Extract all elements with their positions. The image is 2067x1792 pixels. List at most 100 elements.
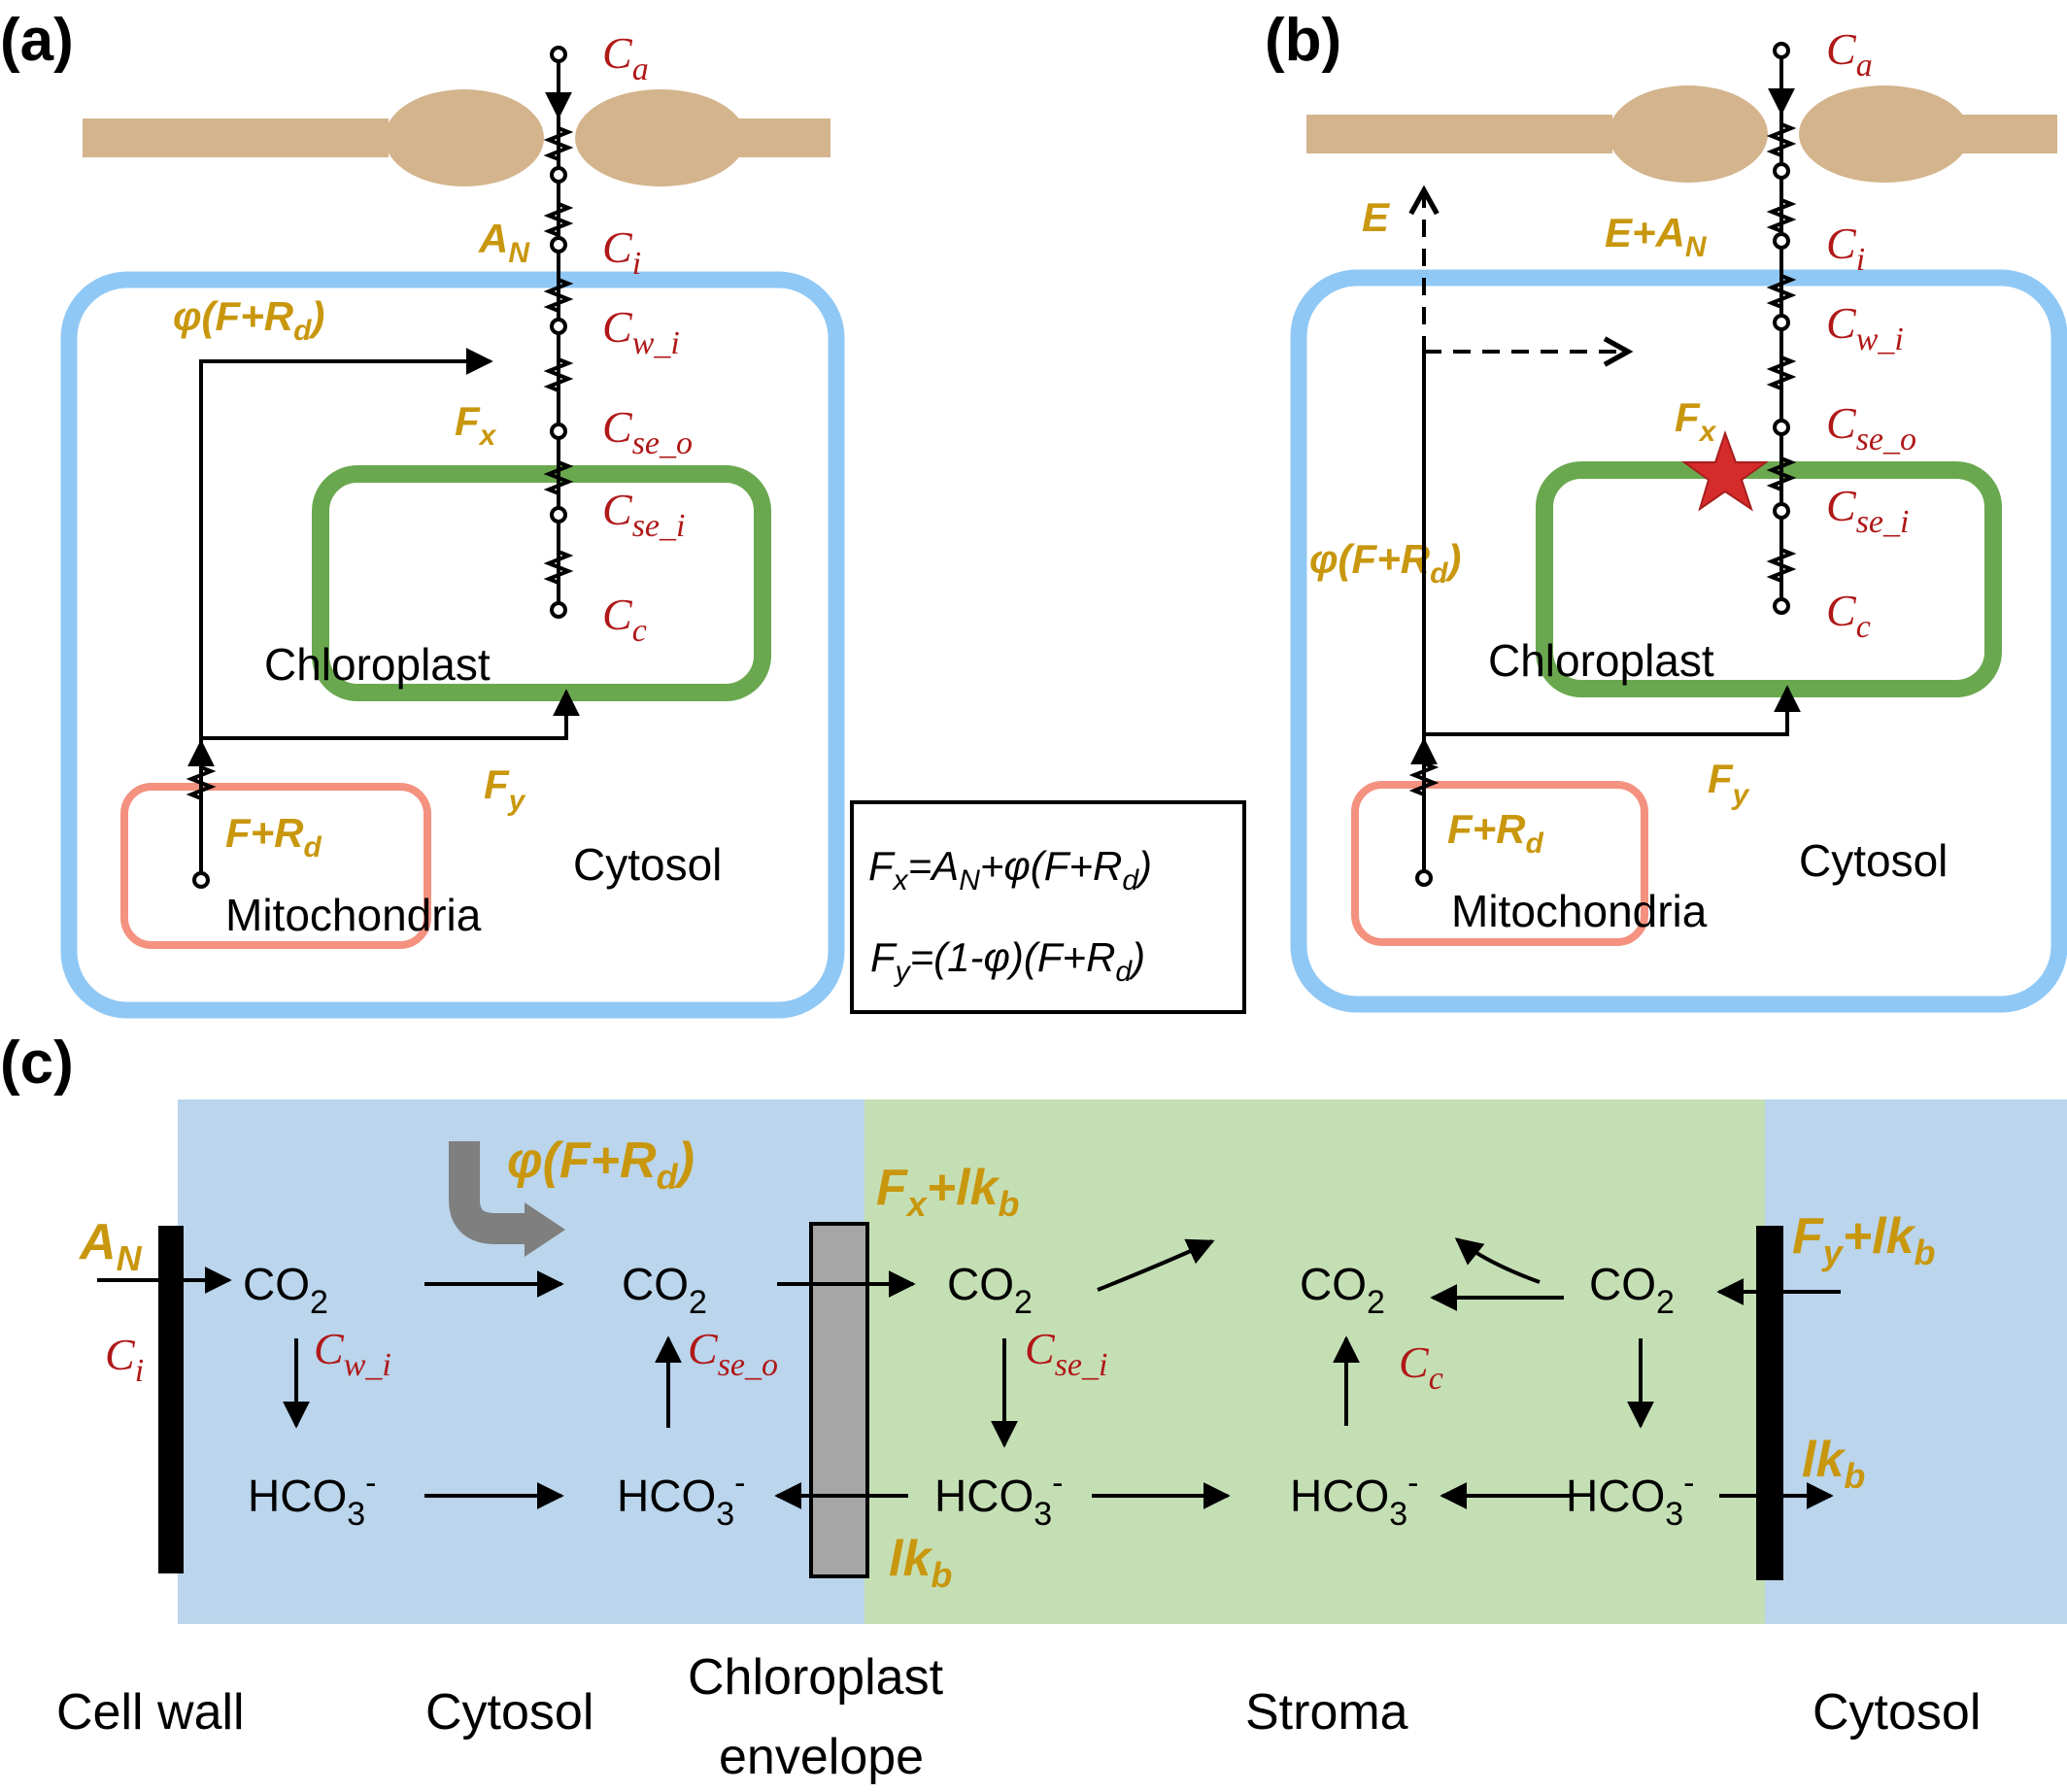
bottom-label-cell-wall: Cell wall [56, 1684, 245, 1741]
epidermis-left [83, 118, 389, 157]
co2-3: CO2 [947, 1259, 1033, 1321]
c-label-cc: Cc [1399, 1337, 1443, 1397]
node-ca-b [1773, 42, 1790, 59]
node-ca-a [550, 46, 567, 63]
grey-arrowhead [525, 1202, 565, 1257]
label-mitochondria-a: Mitochondria [225, 890, 482, 940]
co2-1: CO2 [243, 1259, 328, 1321]
label-fx-a: Fx [455, 398, 497, 452]
panel-b-label: (b) [1265, 7, 1341, 74]
mito-pathway-a [186, 348, 580, 874]
node-cseo-b [1773, 419, 1790, 436]
node-b-1 [1773, 162, 1790, 180]
c-label-phi: φ(F+Rd) [507, 1133, 695, 1197]
panel-a: (a) [0, 7, 845, 1019]
nodes-a [550, 46, 567, 619]
equation-box: Fx=AN+φ(F+Rd) Fy=(1-φ)(F+Rd) [850, 800, 1246, 1014]
cell-wall-bar [158, 1226, 184, 1573]
co2-2: CO2 [622, 1259, 707, 1321]
stroma-band [864, 1099, 1765, 1624]
guard-cell-right [575, 89, 746, 186]
hco3-3: HCO3- [934, 1465, 1063, 1533]
co2-4: CO2 [1300, 1259, 1385, 1321]
panel-c: (c) CO2 CO2 CO2 CO2 CO2 HCO3- HCO3- HCO3… [0, 1030, 2067, 1785]
node-cwi-b [1773, 314, 1790, 331]
node-mito-b [1415, 869, 1433, 887]
panel-b: (b) Ca Ci [1265, 7, 2067, 1013]
label-mitochondria-b: Mitochondria [1451, 886, 1708, 936]
bottom-label-cytosol-right: Cytosol [1813, 1684, 1981, 1741]
stomata-b [1306, 85, 2057, 183]
c-label-fy-lk: Fy+lkb [1792, 1208, 1936, 1272]
co2-5: CO2 [1589, 1259, 1675, 1321]
label-csei-b: Cse_i [1826, 481, 1909, 540]
star-icon [1680, 429, 1770, 512]
node-a-1 [550, 166, 567, 184]
bottom-label-envelope-2: envelope [719, 1729, 924, 1785]
panel-c-label: (c) [0, 1030, 74, 1097]
cytosol-band-right [1765, 1099, 2067, 1624]
label-cytosol-a: Cytosol [573, 839, 722, 890]
label-ca-b: Ca [1826, 24, 1873, 84]
c-label-cwi: Cw_i [314, 1324, 391, 1383]
epidermis-right-b [1960, 115, 2057, 153]
bottom-label-envelope-1: Chloroplast [688, 1649, 944, 1706]
c-label-csei: Cse_i [1025, 1324, 1107, 1383]
hco3-1: HCO3- [248, 1465, 376, 1533]
epidermis-left-b [1306, 115, 1612, 153]
label-cc-b: Cc [1826, 586, 1871, 645]
label-chloroplast-a: Chloroplast [264, 639, 491, 690]
label-fx-b: Fx [1675, 394, 1717, 448]
chloroplast-a [312, 465, 771, 701]
label-frd-a: F+Rd [225, 810, 322, 863]
c-label-an: AN [78, 1214, 143, 1278]
label-phi-b: φ(F+Rd) [1309, 536, 1461, 590]
equation-fy: Fy=(1-φ)(F+Rd) [870, 934, 1145, 988]
label-frd-b: F+Rd [1447, 806, 1544, 860]
label-ci-a: Ci [602, 222, 641, 282]
stomata-a [83, 89, 830, 186]
label-chloroplast-b: Chloroplast [1488, 635, 1714, 686]
equation-frame [850, 800, 1246, 1014]
label-an-a: AN [478, 216, 530, 269]
label-fy-b: Fy [1708, 756, 1750, 811]
label-cc-a: Cc [602, 590, 647, 649]
panel-a-label: (a) [0, 7, 74, 74]
node-csei-a [550, 506, 567, 524]
right-membrane-bar [1756, 1226, 1783, 1580]
dashed-pathway-b [1424, 190, 1628, 354]
mitochondria-b [1351, 781, 1648, 946]
mitochondria-a [120, 783, 431, 949]
cell-membrane-b [1290, 269, 2067, 1013]
mito-pathway-b [1408, 354, 1801, 872]
label-cseo-b: Cse_o [1826, 398, 1916, 457]
node-mito-a [192, 871, 210, 889]
c-label-lk-right: lkb [1802, 1432, 1865, 1496]
guard-cell-left-b [1609, 85, 1768, 183]
reaction-arrows [97, 1237, 1841, 1509]
node-csei-b [1773, 502, 1790, 520]
c-label-lk-env: lkb [889, 1531, 952, 1595]
envelope-bar [809, 1222, 869, 1578]
hco3-5: HCO3- [1566, 1465, 1694, 1533]
grey-curve [449, 1141, 529, 1244]
node-cseo-a [550, 423, 567, 440]
cytosol-band-left [178, 1099, 864, 1624]
c-label-cseo: Cse_o [688, 1324, 778, 1383]
label-phi-a: φ(F+Rd) [173, 293, 324, 347]
label-fy-a: Fy [484, 761, 526, 817]
hco3-4: HCO3- [1290, 1465, 1418, 1533]
label-csei-a: Cse_i [602, 485, 685, 544]
bottom-label-cytosol-left: Cytosol [425, 1684, 593, 1741]
label-ci-b: Ci [1826, 219, 1865, 278]
label-cseo-a: Cse_o [602, 402, 693, 461]
c-label-fx-lk: Fx+lkb [876, 1160, 1020, 1224]
node-ci-b [1773, 232, 1790, 250]
nodes-b [1773, 42, 1790, 615]
label-e-b: E [1362, 194, 1391, 240]
label-cytosol-b: Cytosol [1799, 835, 1948, 886]
cell-membrane-a [60, 271, 845, 1019]
node-cwi-a [550, 318, 567, 335]
label-cwi-a: Cw_i [602, 302, 680, 361]
